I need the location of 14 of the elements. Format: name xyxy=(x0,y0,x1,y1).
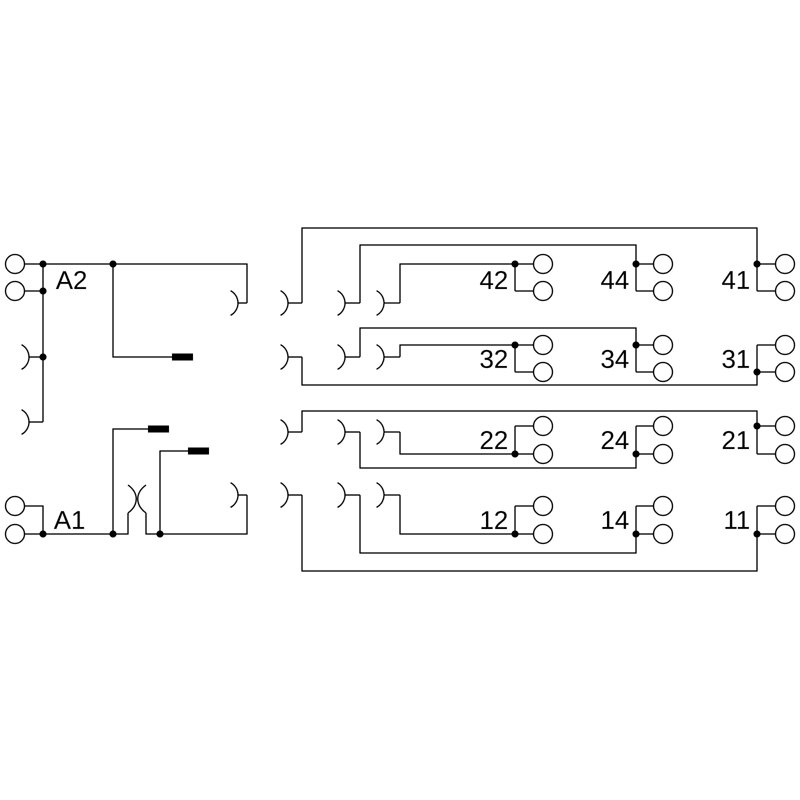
terminal-label: A2 xyxy=(56,271,86,289)
terminal-label: 34 xyxy=(602,350,628,368)
terminal-label: 21 xyxy=(722,431,749,449)
terminal-label: 14 xyxy=(602,511,628,529)
terminal-label: 12 xyxy=(481,511,507,529)
terminal-label: 22 xyxy=(480,431,507,449)
terminal-label: 11 xyxy=(725,511,749,529)
terminal-label: 32 xyxy=(480,350,507,368)
terminal-label: 41 xyxy=(722,271,749,289)
terminal-label: 31 xyxy=(722,350,749,368)
terminal-label: 42 xyxy=(480,271,507,289)
terminal-label: 44 xyxy=(601,271,628,289)
terminal-label: A1 xyxy=(54,511,84,529)
terminal-label: 24 xyxy=(602,431,628,449)
